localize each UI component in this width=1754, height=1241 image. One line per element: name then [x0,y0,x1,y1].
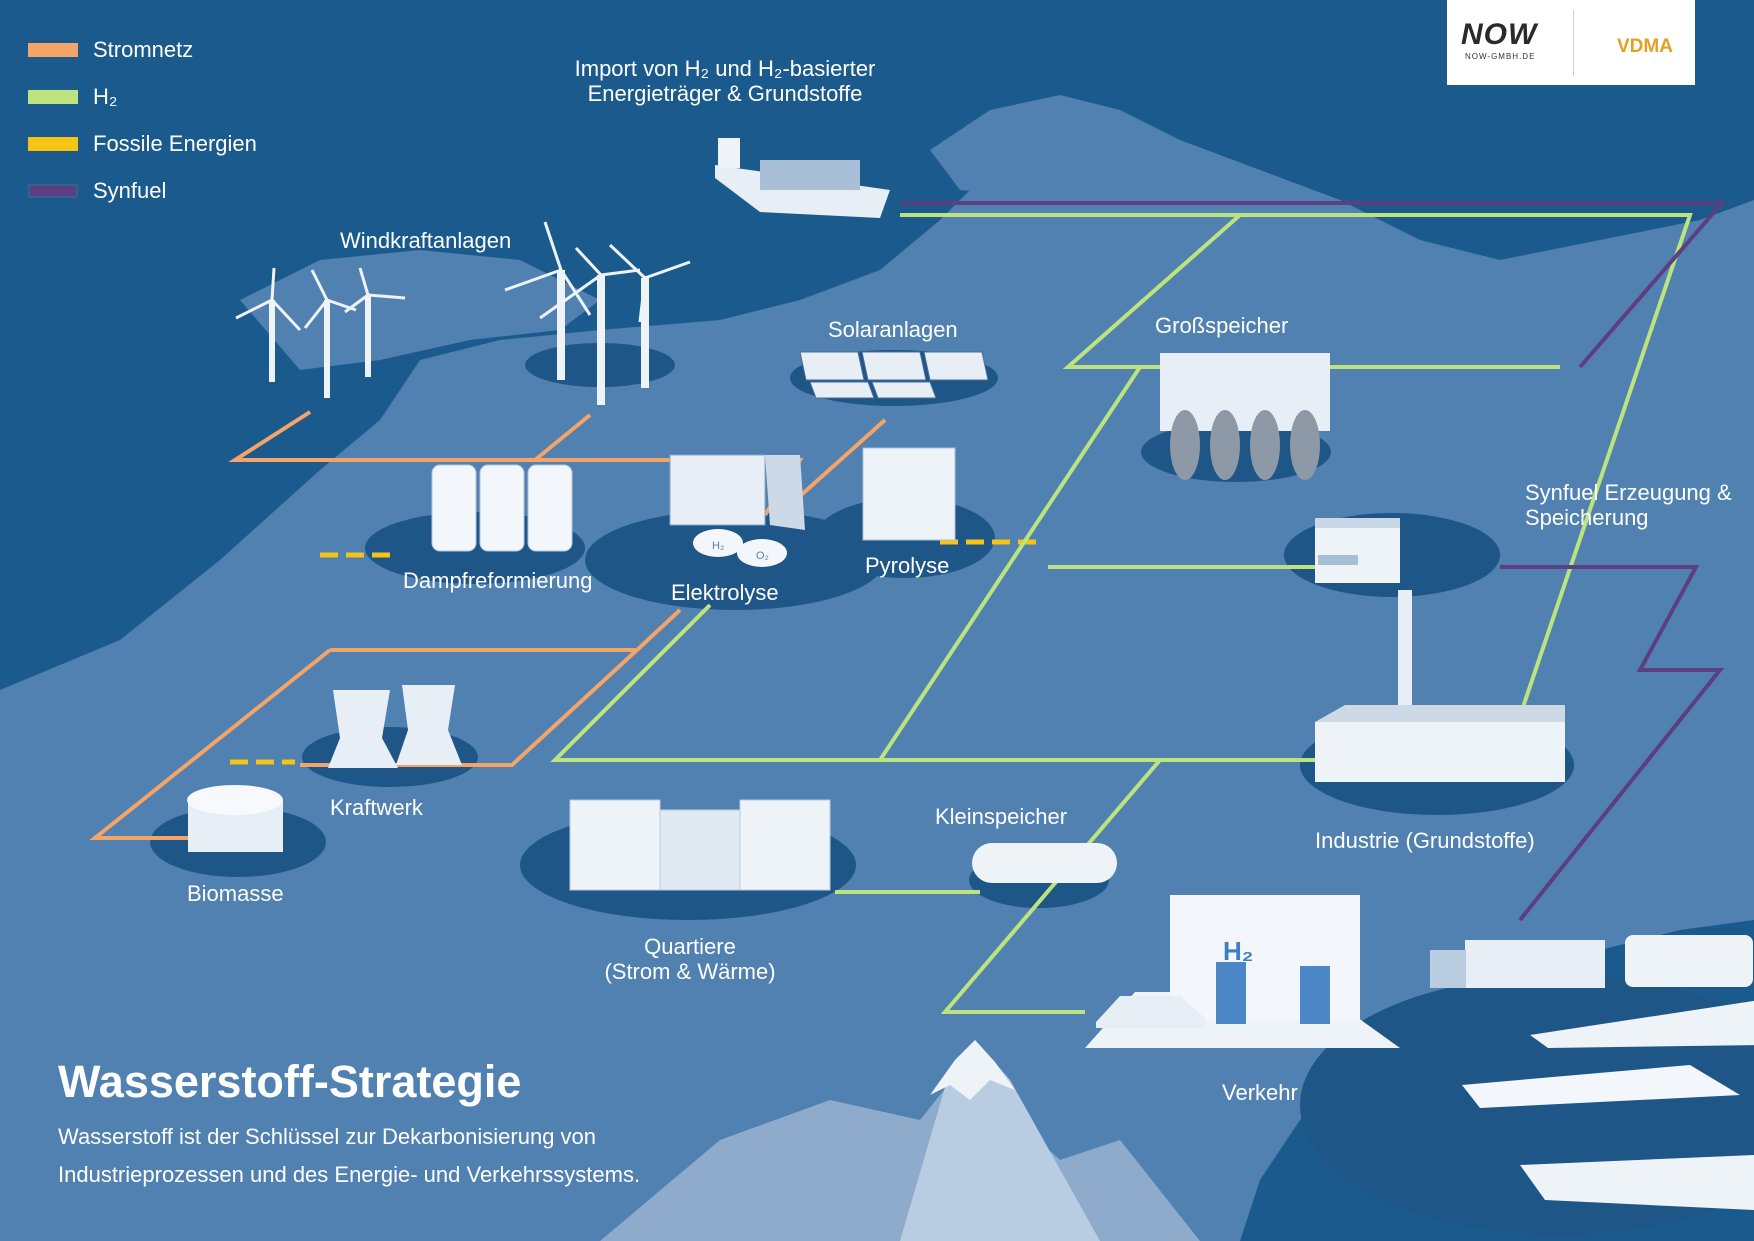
cooling-towers [328,685,462,768]
electrolysis-building [669,454,805,567]
label-districts: Quartiere (Strom & Wärme) [600,934,780,984]
industry-plant [1315,590,1565,782]
label-import: Import von H₂ und H₂-basierter Energietr… [560,56,890,106]
legend-swatch [28,183,78,198]
large-storage-facility [1160,353,1330,480]
label-synfuel-line2: Speicherung [1525,505,1649,530]
label-synfuel-line1: Synfuel Erzeugung & [1525,480,1732,505]
label-districts-line1: Quartiere [644,934,736,959]
container-ship [715,138,890,218]
label-pyrolysis: Pyrolyse [865,553,950,578]
label-steam-reforming: Dampfreformierung [403,568,593,593]
train [1530,1000,1754,1048]
label-wind: Windkraftanlagen [340,228,512,253]
bus [1625,935,1753,987]
o2-tank-label: O₂ [756,550,769,562]
label-solar: Solaranlagen [828,317,958,342]
small-storage-tank [972,843,1117,883]
logo-bar: NOW NOW-GMBH.DE VDMA [1447,0,1695,85]
synfuel-building [1315,518,1400,583]
steam-reforming-tanks [431,464,573,552]
now-logo-url: NOW-GMBH.DE [1465,52,1536,61]
label-districts-line2: (Strom & Wärme) [604,959,776,984]
label-import-line2: Energieträger & Grundstoffe [587,81,863,106]
label-synfuel: Synfuel Erzeugung & Speicherung [1525,480,1732,530]
subtitle-line1: Wasserstoff ist der Schlüssel zur Dekarb… [58,1124,597,1149]
district-buildings [569,799,831,891]
solar-panels [799,351,989,399]
mountains [600,1040,1200,1241]
label-biomass: Biomasse [187,881,284,906]
legend-item-h2: H₂ [28,73,257,120]
label-transport: Verkehr [1222,1080,1298,1105]
h2-fuel-station [1085,895,1400,1048]
legend-label: Fossile Energien [93,130,257,156]
label-storage-small: Kleinspeicher [935,804,1068,829]
transport-vehicles [1430,935,1754,1210]
ferry [1520,1155,1754,1210]
h2-tank [693,529,743,557]
legend-swatch [28,89,78,104]
label-electrolysis: Elektrolyse [671,580,779,605]
label-storage-large: Großspeicher [1155,313,1289,338]
wind-turbines [235,221,691,405]
legend-label: H₂ [93,83,118,109]
vdma-logo: VDMA [1617,36,1673,57]
airplane [1462,1065,1740,1108]
legend-label: Stromnetz [93,36,194,62]
o2-tank [737,539,787,567]
subtitle-line2: Industrieprozessen und des Energie- und … [58,1162,641,1187]
legend-swatch [28,136,78,151]
synfuel-lines [900,201,1727,922]
h2-tank-label: H₂ [712,540,724,552]
legend-swatch [28,42,78,57]
legend-label: Synfuel [93,177,167,203]
h2-station-sign: H₂ [1223,936,1253,966]
label-power-plant: Kraftwerk [330,795,423,820]
biomass-silo [187,785,283,852]
legend-item-fossil: Fossile Energien [28,120,257,167]
electrolysis-platform [585,510,885,610]
label-industry: Industrie (Grundstoffe) [1315,828,1535,853]
page-subtitle: Wasserstoff ist der Schlüssel zur Dekarb… [58,1118,778,1194]
north-island [930,95,1220,220]
now-logo: NOW [1461,18,1538,51]
legend-item-synfuel: Synfuel [28,167,257,214]
label-import-line1: Import von H₂ und H₂-basierter [574,56,876,81]
logo-divider [1573,10,1574,76]
legend: Stromnetz H₂ Fossile Energien Synfuel [28,26,257,214]
legend-item-stromnetz: Stromnetz [28,26,257,73]
page-title: Wasserstoff-Strategie [58,1056,522,1107]
truck [1465,940,1605,988]
pyrolysis-building [862,447,956,541]
